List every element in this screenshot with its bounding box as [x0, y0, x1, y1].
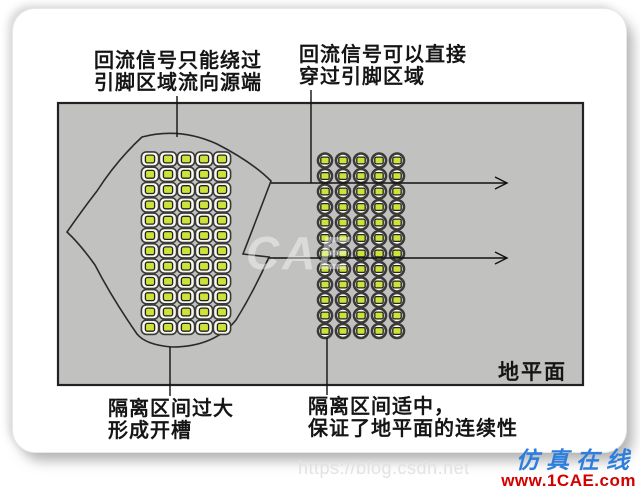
label-leader-lines — [169, 90, 328, 396]
label-bottom-left-line1: 隔离区间过大 — [108, 398, 234, 420]
label-top-left-line2: 引脚区域流向源端 — [94, 72, 262, 94]
label-top-left: 回流信号只能绕过 引脚区域流向源端 — [86, 50, 270, 94]
label-bottom-left-line2: 形成开槽 — [108, 420, 192, 442]
pin-array-left — [140, 151, 232, 336]
label-top-right-line1: 回流信号可以直接 — [299, 44, 467, 66]
label-top-left-line1: 回流信号只能绕过 — [94, 50, 262, 72]
label-bottom-right-line1: 隔离区间适中， — [308, 396, 455, 418]
label-top-right-line2: 穿过引脚区域 — [299, 66, 425, 88]
site-logo: 仿真在线 www.1CAE.com — [486, 448, 636, 490]
isolation-slot-outline — [65, 132, 272, 348]
inner-watermark-text: CAE — [246, 227, 353, 279]
label-bottom-left: 隔离区间过大 形成开槽 — [108, 398, 234, 442]
label-bottom-right-line2: 保证了地平面的连续性 — [308, 418, 518, 440]
ground-plane-label: 地平面 — [498, 361, 567, 384]
logo-url-text: www.1CAE.com — [501, 471, 636, 490]
label-bottom-right: 隔离区间适中， 保证了地平面的连续性 — [308, 396, 518, 440]
label-top-right: 回流信号可以直接 穿过引脚区域 — [299, 44, 467, 88]
logo-brand-text: 仿真在线 — [516, 447, 636, 473]
csdn-url-watermark: https://blog.csdn.net — [298, 458, 470, 478]
pin-array-right — [316, 152, 406, 340]
